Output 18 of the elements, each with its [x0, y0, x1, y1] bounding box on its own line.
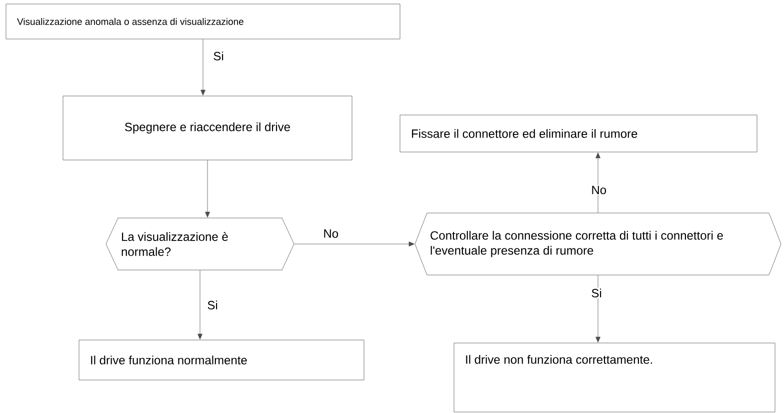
result-box: Il drive non funziona correttamente. — [454, 342, 776, 412]
arrow — [294, 242, 414, 246]
result-box: Il drive funziona normalmente — [78, 340, 364, 380]
arrow — [205, 160, 210, 218]
decision-hexagon: Controllare la connessione corretta di tutti i connettori e l'eventuale presenza di rumore — [414, 212, 782, 276]
arrow — [596, 275, 600, 342]
edge-label: Si — [206, 300, 219, 310]
edge-label: No — [322, 228, 340, 239]
process-box: Fissare il connettore ed eliminare il rumore — [400, 114, 758, 152]
arrow — [596, 152, 600, 213]
arrow — [200, 39, 206, 96]
process-box: Spegnere e riaccendere il drive — [62, 96, 352, 160]
start-box: Visualizzazione anomala o assenza di visualizzazione — [6, 4, 400, 40]
arrow — [198, 270, 202, 340]
edge-label: Si — [590, 288, 603, 298]
edge-label: Si — [212, 50, 225, 62]
decision-hexagon: La visualizzazione è normale? — [106, 218, 294, 270]
edge-label: No — [590, 184, 608, 196]
